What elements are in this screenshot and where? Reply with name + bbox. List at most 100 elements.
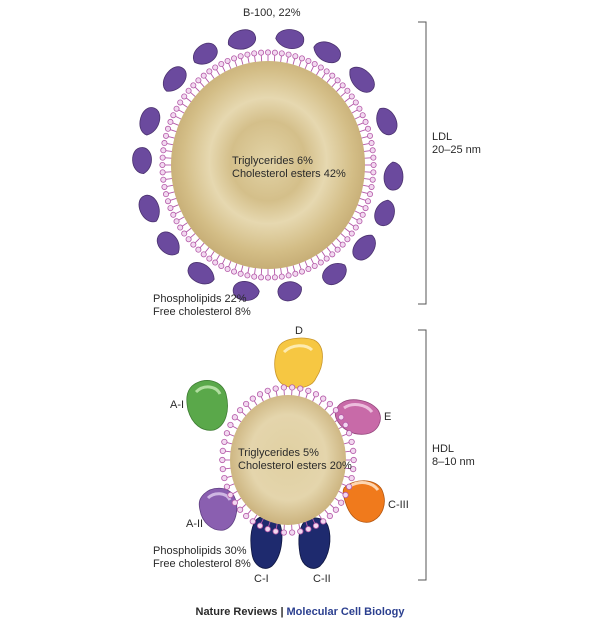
phospholipid-head — [345, 430, 353, 437]
phospholipid-head — [256, 391, 264, 398]
apo-c2-label: C-II — [313, 573, 331, 585]
b100-lobe — [374, 199, 395, 227]
phospholipid-head — [348, 93, 355, 100]
b100-lobe — [376, 107, 398, 136]
phospholipid-head — [305, 57, 312, 64]
phospholipid-head — [359, 112, 366, 119]
phospholipid-head — [370, 169, 377, 176]
apo-a2-label: A-II — [186, 518, 204, 530]
phospholipid-head — [271, 49, 278, 56]
b100-lobe — [139, 107, 161, 136]
hdl-surface-line1: Phospholipids 30% — [153, 545, 247, 557]
apo-e-label: E — [384, 411, 392, 423]
phospholipid-head — [285, 51, 292, 58]
phospholipid-head — [323, 255, 330, 262]
b100-lobe — [192, 42, 218, 65]
phospholipid-head — [219, 466, 226, 473]
b100-lobe — [322, 263, 347, 286]
phospholipid-head — [350, 466, 357, 473]
b100-lobe — [132, 147, 152, 174]
ldl-phospholipid-shell — [159, 49, 377, 281]
phospholipid-head — [320, 518, 327, 525]
apo-a1-label: A-I — [170, 399, 185, 411]
apo-c3-highlight — [349, 481, 380, 491]
phospholipid-head — [329, 72, 336, 79]
phospholipid-head — [221, 438, 228, 446]
phospholipid-head — [298, 55, 305, 62]
phospholipid-head — [348, 230, 355, 237]
phospholipid-head — [177, 224, 184, 231]
phospholipid-head — [237, 506, 244, 513]
apo-e-highlight — [343, 403, 374, 414]
phospholipid-head — [278, 50, 285, 57]
phospholipid-head — [311, 61, 318, 68]
phospholipid-head — [161, 140, 168, 147]
ldl-particle — [132, 29, 404, 302]
hdl-core — [230, 395, 346, 525]
phospholipid-head — [173, 218, 180, 225]
phospholipid-head — [206, 68, 213, 75]
phospholipid-head — [289, 529, 296, 536]
phospholipid-head — [369, 147, 376, 154]
phospholipid-head — [237, 270, 244, 277]
phospholipid-head — [350, 447, 357, 454]
phospholipid-head — [344, 87, 351, 94]
b100-lobe — [156, 231, 180, 256]
phospholipid-head — [271, 274, 278, 281]
phospholipid-head — [165, 198, 172, 205]
phospholipid-head — [272, 528, 279, 535]
phospholipid-head — [224, 266, 231, 273]
phospholipid-head — [177, 99, 184, 106]
phospholipid-head — [305, 266, 312, 273]
phospholipid-head — [227, 491, 234, 499]
phospholipid-head — [249, 518, 256, 525]
phospholipid-head — [224, 57, 231, 64]
phospholipid-head — [362, 118, 369, 125]
phospholipid-head — [345, 483, 353, 490]
ldl-surface-line2: Free cholesterol 8% — [153, 306, 251, 318]
phospholipid-head — [231, 55, 238, 62]
phospholipid-head — [212, 259, 219, 266]
phospholipid-head — [359, 211, 366, 218]
credit-separator: | — [280, 606, 284, 618]
phospholipid-head — [195, 77, 202, 84]
phospholipid-head — [244, 51, 251, 58]
phospholipid-head — [367, 191, 374, 198]
ldl-core-line2: Cholesterol esters 42% — [232, 168, 346, 180]
phospholipid-head — [292, 270, 299, 277]
phospholipid-head — [278, 273, 285, 280]
phospholipid-head — [159, 161, 166, 168]
phospholipid-head — [167, 205, 174, 212]
phospholipid-head — [348, 438, 355, 446]
phospholipid-head — [326, 512, 333, 520]
phospholipid-head — [249, 395, 256, 402]
phospholipid-head — [311, 262, 318, 269]
b100-lobe — [352, 234, 376, 261]
phospholipid-head — [369, 176, 376, 183]
b100-lobe — [349, 66, 375, 93]
phospholipid-head — [181, 230, 188, 237]
phospholipid-head — [326, 400, 333, 408]
phospholipid-head — [218, 61, 225, 68]
phospholipid-head — [251, 273, 258, 280]
phospholipid-head — [162, 191, 169, 198]
phospholipid-head — [206, 255, 213, 262]
phospholipid-head — [231, 414, 238, 421]
phospholipid-head — [195, 246, 202, 253]
b100-lobe — [275, 29, 305, 50]
phospholipid-head — [219, 456, 226, 464]
phospholipid-head — [338, 414, 345, 421]
hdl-size-bracket — [418, 329, 427, 581]
phospholipid-head — [356, 105, 363, 112]
phospholipid-head — [219, 447, 226, 454]
phospholipid-head — [161, 183, 168, 190]
apo-d-highlight — [282, 344, 314, 354]
phospholipid-head — [162, 132, 169, 139]
b100-lobe — [383, 161, 404, 191]
b100-lobe — [187, 262, 215, 285]
phospholipid-head — [350, 456, 357, 464]
ldl-surface-line1: Phospholipids 22% — [153, 293, 247, 305]
phospholipid-head — [305, 526, 312, 533]
phospholipid-head — [200, 251, 207, 258]
b100-lobe — [162, 66, 187, 92]
